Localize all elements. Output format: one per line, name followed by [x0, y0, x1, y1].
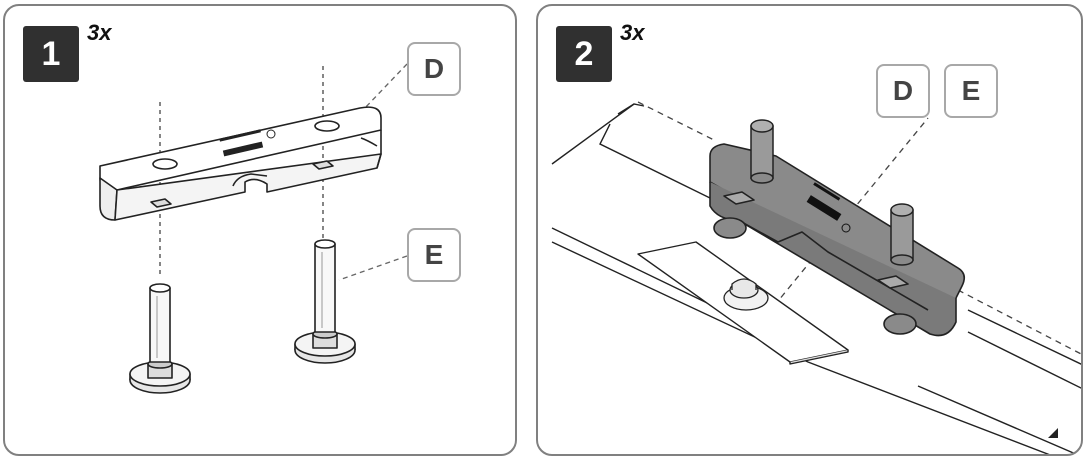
pin-installed-left — [750, 119, 774, 184]
pin-installed-right — [890, 203, 914, 266]
corner-marker — [1048, 428, 1058, 438]
step-1-illustration — [99, 63, 408, 394]
part-label-d: D — [876, 64, 930, 118]
part-label-e: E — [407, 228, 461, 282]
bracket-barcode — [219, 129, 276, 157]
part-label-e: E — [944, 64, 998, 118]
step-number-badge: 2 — [556, 26, 612, 82]
quantity-label: 3x — [620, 20, 645, 45]
part-label-d: D — [407, 42, 461, 96]
step-2-illustration — [551, 101, 1081, 454]
bracket-part — [99, 106, 382, 221]
pin-part-left — [129, 283, 191, 394]
step-1-panel: 1 3x D E — [3, 4, 517, 456]
quantity-label: 3x — [87, 20, 112, 45]
assembled-bracket — [709, 143, 966, 337]
assembled-barcode — [806, 182, 851, 233]
step-number-badge: 1 — [23, 26, 79, 82]
screw-head — [723, 278, 769, 311]
frame-rail — [551, 103, 1081, 454]
pin-part-right — [294, 239, 356, 364]
callout-leaders — [338, 63, 408, 281]
step-2-panel: 2 3x D E — [536, 4, 1083, 456]
alignment-lines — [159, 66, 324, 276]
